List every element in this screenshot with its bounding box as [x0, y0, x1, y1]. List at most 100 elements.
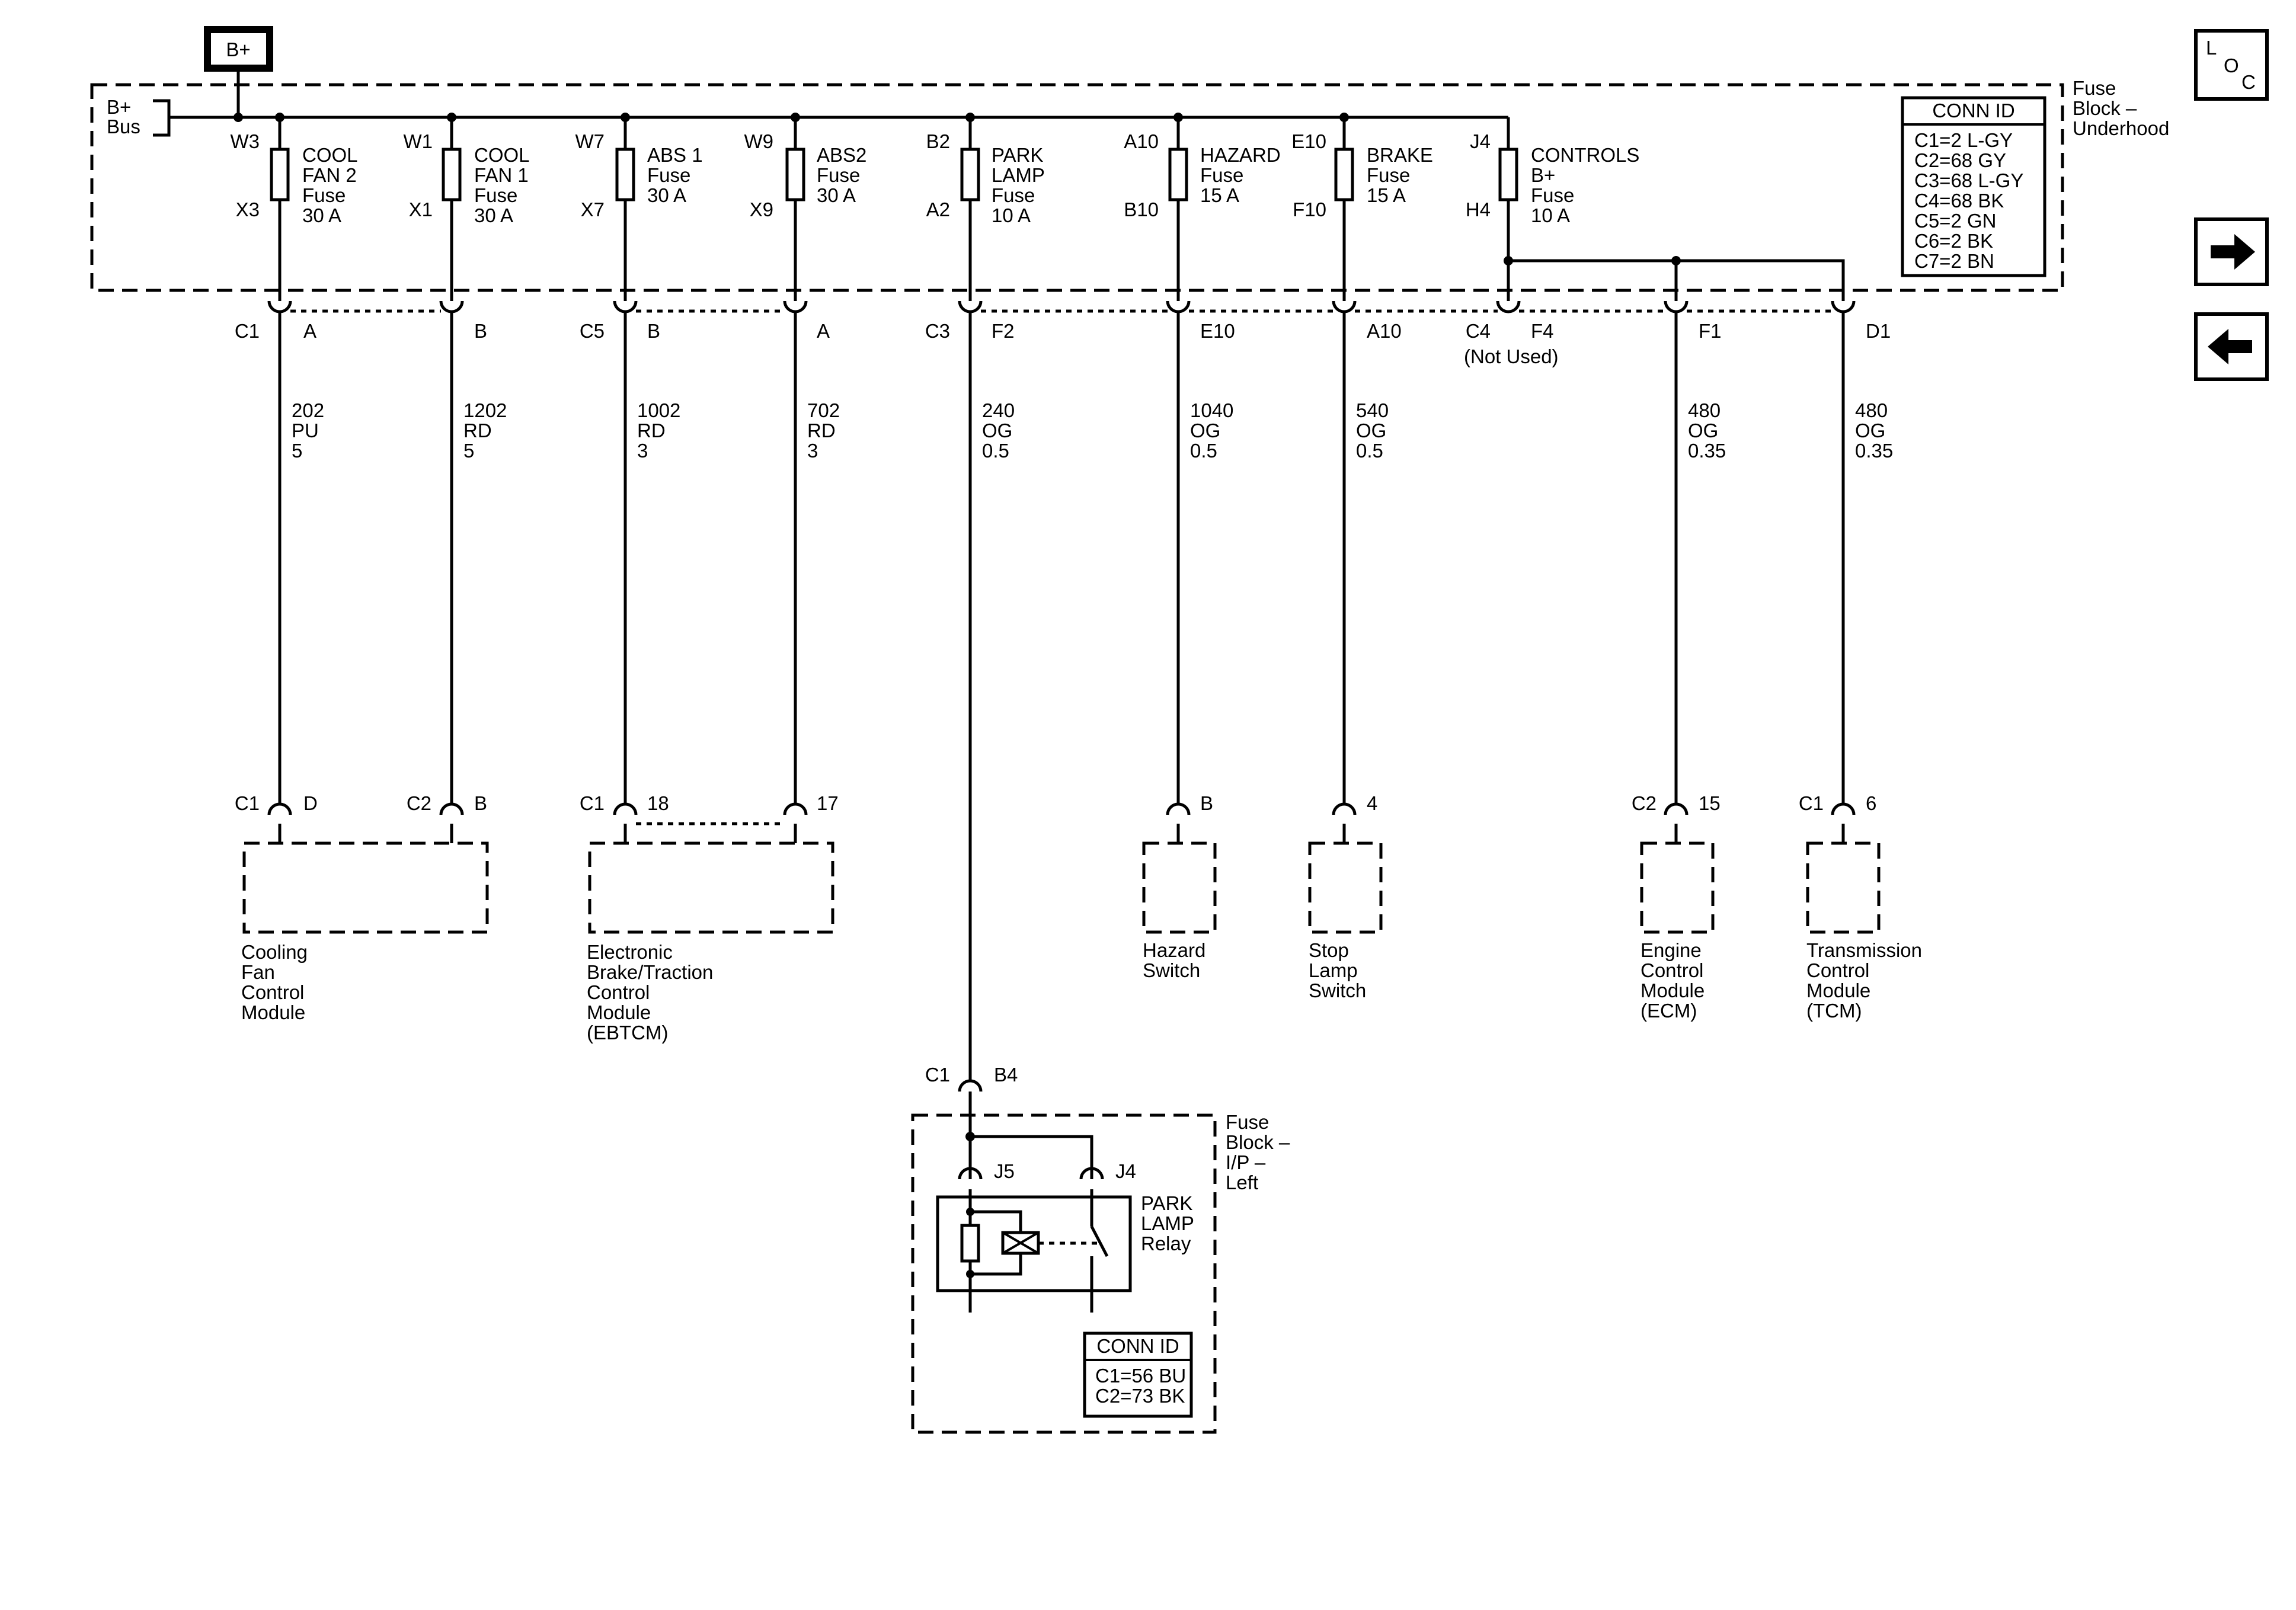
- svg-text:B: B: [474, 320, 487, 342]
- svg-text:Engine: Engine: [1641, 939, 1702, 961]
- fuse-block-terminal-labels: C1 A B C5 B A C3 F2 E10 A10 C4 F4 (Not U…: [235, 320, 1891, 367]
- svg-text:1202: 1202: [463, 399, 507, 421]
- svg-text:Left: Left: [1226, 1172, 1258, 1193]
- fuse-controls-bplus: J4 H4 CONTROLS B+ Fuse 10 A: [1466, 117, 1845, 301]
- svg-text:Fuse: Fuse: [2073, 77, 2116, 99]
- svg-text:B+: B+: [107, 96, 131, 118]
- svg-text:D: D: [303, 792, 318, 814]
- fuse-symbol: [615, 148, 635, 201]
- svg-text:OG: OG: [1356, 420, 1386, 441]
- svg-text:COOL: COOL: [474, 144, 530, 166]
- svg-text:BRAKE: BRAKE: [1367, 144, 1433, 166]
- svg-text:A: A: [303, 320, 316, 342]
- svg-text:I/P –: I/P –: [1226, 1151, 1266, 1173]
- arrow-left-icon: [2208, 329, 2252, 364]
- svg-text:Bus: Bus: [107, 116, 140, 137]
- component-connectors: [267, 802, 1856, 843]
- svg-text:RD: RD: [807, 420, 836, 441]
- svg-text:C2: C2: [407, 792, 431, 814]
- svg-text:F2: F2: [992, 320, 1015, 342]
- svg-text:10 A: 10 A: [1531, 204, 1570, 226]
- svg-text:C1=2 L-GY: C1=2 L-GY: [1914, 129, 2013, 151]
- svg-text:C1: C1: [580, 792, 605, 814]
- svg-text:PU: PU: [292, 420, 319, 441]
- stop-lamp-switch: Stop Lamp Switch: [1308, 841, 1383, 1001]
- svg-text:Fuse: Fuse: [474, 184, 517, 206]
- svg-text:C7=2 BN: C7=2 BN: [1914, 250, 1994, 272]
- svg-text:Brake/Traction: Brake/Traction: [587, 961, 713, 983]
- svg-text:A2: A2: [926, 199, 950, 220]
- svg-text:202: 202: [292, 399, 324, 421]
- fuse-symbol: [785, 148, 805, 201]
- svg-text:3: 3: [637, 440, 648, 462]
- fuse-hazard: A10 B10 HAZARD Fuse 15 A: [1124, 113, 1281, 301]
- svg-text:C5: C5: [580, 320, 605, 342]
- svg-text:X7: X7: [581, 199, 605, 220]
- svg-text:HAZARD: HAZARD: [1200, 144, 1281, 166]
- svg-text:Block –: Block –: [1226, 1131, 1290, 1153]
- svg-text:Module: Module: [587, 1001, 651, 1023]
- svg-text:Fuse: Fuse: [1200, 164, 1243, 186]
- svg-text:540: 540: [1356, 399, 1389, 421]
- svg-text:10 A: 10 A: [992, 204, 1031, 226]
- svg-text:15: 15: [1699, 792, 1721, 814]
- svg-text:ABS2: ABS2: [817, 144, 866, 166]
- svg-text:C2=68 GY: C2=68 GY: [1914, 149, 2006, 171]
- svg-text:X9: X9: [750, 199, 773, 220]
- svg-text:17: 17: [817, 792, 839, 814]
- svg-text:OG: OG: [1855, 420, 1885, 441]
- svg-text:(Not Used): (Not Used): [1464, 345, 1559, 367]
- svg-text:RD: RD: [637, 420, 666, 441]
- fuse-symbol: [960, 148, 980, 201]
- svg-text:X3: X3: [236, 199, 260, 220]
- svg-text:B: B: [647, 320, 660, 342]
- svg-text:Switch: Switch: [1309, 980, 1366, 1001]
- svg-text:1040: 1040: [1190, 399, 1233, 421]
- svg-text:15 A: 15 A: [1367, 184, 1406, 206]
- svg-text:0.35: 0.35: [1688, 440, 1726, 462]
- svg-text:Fuse: Fuse: [302, 184, 346, 206]
- svg-text:C3=68 L-GY: C3=68 L-GY: [1914, 169, 2023, 191]
- svg-text:Control: Control: [1641, 959, 1703, 981]
- svg-text:C4: C4: [1466, 320, 1491, 342]
- loc-button[interactable]: L O C: [2194, 29, 2269, 101]
- svg-text:O: O: [2224, 55, 2239, 76]
- svg-text:B+: B+: [1531, 164, 1555, 186]
- svg-text:0.5: 0.5: [1190, 440, 1217, 462]
- fuse-block-underhood-label: Fuse Block – Underhood: [2073, 77, 2169, 139]
- svg-text:W3: W3: [231, 130, 260, 152]
- svg-text:W7: W7: [575, 130, 605, 152]
- svg-text:480: 480: [1855, 399, 1888, 421]
- fuse-brake: E10 F10 BRAKE Fuse 15 A: [1291, 113, 1433, 301]
- svg-text:C6=2 BK: C6=2 BK: [1914, 230, 1993, 252]
- svg-text:Relay: Relay: [1141, 1233, 1191, 1254]
- svg-text:J5: J5: [994, 1160, 1015, 1182]
- svg-text:480: 480: [1688, 399, 1721, 421]
- svg-text:PARK: PARK: [1141, 1192, 1192, 1214]
- svg-text:C3: C3: [925, 320, 950, 342]
- previous-page-button[interactable]: [2194, 312, 2269, 381]
- svg-text:Electronic: Electronic: [587, 941, 673, 963]
- svg-text:18: 18: [647, 792, 669, 814]
- svg-text:A: A: [817, 320, 830, 342]
- svg-text:RD: RD: [463, 420, 492, 441]
- svg-text:Fuse: Fuse: [647, 164, 690, 186]
- fuse-park-lamp: B2 A2 PARK LAMP Fuse 10 A: [926, 113, 1045, 301]
- svg-text:(TCM): (TCM): [1806, 1000, 1862, 1022]
- svg-text:Fuse: Fuse: [1226, 1111, 1269, 1133]
- svg-text:Stop: Stop: [1309, 939, 1349, 961]
- svg-text:30 A: 30 A: [817, 184, 856, 206]
- svg-text:Fuse: Fuse: [992, 184, 1035, 206]
- svg-text:D1: D1: [1866, 320, 1891, 342]
- svg-text:ABS 1: ABS 1: [647, 144, 703, 166]
- conn-id-table-underhood: CONN ID C1=2 L-GY C2=68 GY C3=68 L-GY C4…: [1901, 96, 2046, 277]
- svg-text:J4: J4: [1470, 130, 1491, 152]
- next-page-button[interactable]: [2194, 217, 2269, 286]
- svg-text:Control: Control: [587, 981, 650, 1003]
- svg-text:C1: C1: [925, 1064, 950, 1086]
- svg-text:LAMP: LAMP: [1141, 1212, 1194, 1234]
- bplus-source: B+: [204, 26, 273, 117]
- svg-text:C4=68 BK: C4=68 BK: [1914, 190, 2004, 212]
- svg-text:Fuse: Fuse: [1531, 184, 1574, 206]
- svg-text:Control: Control: [241, 981, 304, 1003]
